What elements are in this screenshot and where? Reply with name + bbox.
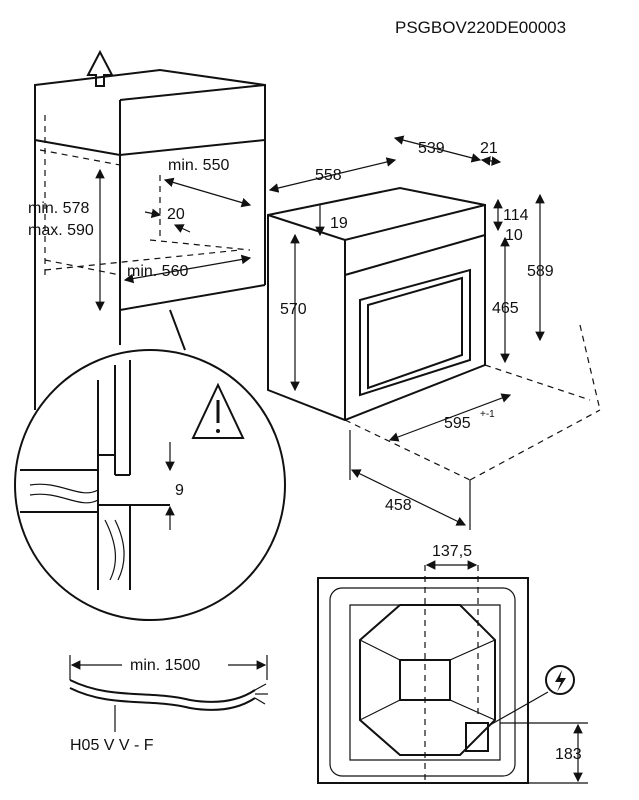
lift-arrow-icon [86, 49, 114, 87]
oven-body-depth: 539 [418, 140, 445, 157]
detail-circle [14, 309, 286, 621]
oven-front-thickness: 21 [480, 140, 498, 157]
oven-top-offset: 19 [330, 215, 348, 232]
niche-top-width: min. 550 [168, 157, 229, 174]
niche-height-max: max. 590 [28, 222, 94, 239]
oven-body [267, 186, 601, 481]
lightning-icon [489, 665, 575, 726]
niche-height-min: min. 578 [28, 200, 89, 217]
cabinet-niche [34, 68, 266, 410]
oven-front-panel-height: 465 [492, 300, 519, 317]
oven-total-height: 589 [527, 263, 554, 280]
oven-top-gap: 10 [505, 227, 523, 244]
oven-base-depth: 458 [385, 497, 412, 514]
cable-drawing [69, 679, 268, 711]
oven-front-height: 570 [280, 301, 307, 318]
oven-total-depth: 558 [315, 167, 342, 184]
detail-gap: 9 [175, 482, 184, 499]
warning-triangle-icon [191, 382, 245, 439]
back-view [317, 565, 529, 784]
oven-width: 595 [444, 415, 471, 432]
cable-type: H05 V V - F [70, 737, 154, 754]
back-view-offset: 137,5 [432, 543, 472, 560]
oven-top-panel: 114 [503, 207, 529, 224]
cable-min-length: min. 1500 [130, 657, 200, 674]
socket-height: 183 [555, 746, 582, 763]
model-code: PSGBOV220DE00003 [395, 18, 566, 37]
niche-gap: 20 [167, 206, 185, 223]
oven-width-tolerance: +-1 [480, 409, 495, 420]
niche-bottom-width: min. 560 [127, 263, 188, 280]
